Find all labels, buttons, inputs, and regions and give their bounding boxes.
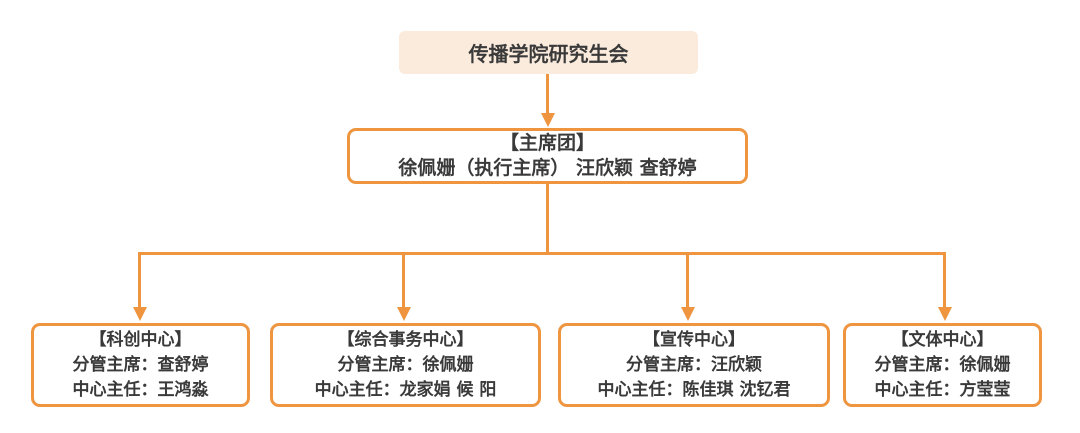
center-director: 中心主任：龙家娟 候 阳 <box>314 379 497 400</box>
presidium-node: 【主席团】 徐佩姗（执行主席） 汪欣颖 查舒婷 <box>347 128 748 184</box>
center-title: 【科创中心】 <box>89 329 192 350</box>
center-node-xuanchuan: 【宣传中心】 分管主席：汪欣颖 中心主任：陈佳琪 沈钇君 <box>558 323 830 407</box>
center-node-zonghe: 【综合事务中心】 分管主席：徐佩姗 中心主任：龙家娟 候 阳 <box>270 323 541 407</box>
center-chair: 分管主席：徐佩姗 <box>337 354 474 375</box>
center-node-wenti: 【文体中心】 分管主席：徐佩姗 中心主任：方莹莹 <box>843 323 1042 407</box>
connector-drop-kechuang <box>138 252 141 308</box>
arrow-down-icon <box>938 307 952 321</box>
arrow-down-icon <box>133 307 147 321</box>
center-node-kechuang: 【科创中心】 分管主席：查舒婷 中心主任：王鸿淼 <box>31 323 250 407</box>
center-title: 【文体中心】 <box>891 329 994 350</box>
center-director: 中心主任：方莹莹 <box>874 379 1011 400</box>
arrow-down-icon <box>397 307 411 321</box>
connector-presidium-stem <box>546 184 549 254</box>
presidium-members: 徐佩姗（执行主席） 汪欣颖 查舒婷 <box>398 157 697 179</box>
center-chair: 分管主席：徐佩姗 <box>874 354 1011 375</box>
connector-drop-wenti <box>943 252 946 308</box>
connector-drop-xuanchuan <box>686 252 689 308</box>
root-node: 传播学院研究生会 <box>399 31 698 74</box>
connector-root-presidium <box>546 74 549 115</box>
root-node-title: 传播学院研究生会 <box>468 42 629 66</box>
center-title: 【综合事务中心】 <box>337 329 474 350</box>
center-director: 中心主任：王鸿淼 <box>72 379 209 400</box>
center-title: 【宣传中心】 <box>643 329 745 350</box>
arrow-down-icon <box>541 113 555 127</box>
connector-drop-zonghe <box>402 252 405 308</box>
arrow-down-icon <box>681 307 695 321</box>
presidium-title: 【主席团】 <box>499 132 595 154</box>
center-chair: 分管主席：查舒婷 <box>72 354 209 375</box>
center-chair: 分管主席：汪欣颖 <box>626 354 762 375</box>
center-director: 中心主任：陈佳琪 沈钇君 <box>597 379 791 400</box>
connector-branch-line <box>138 252 946 255</box>
